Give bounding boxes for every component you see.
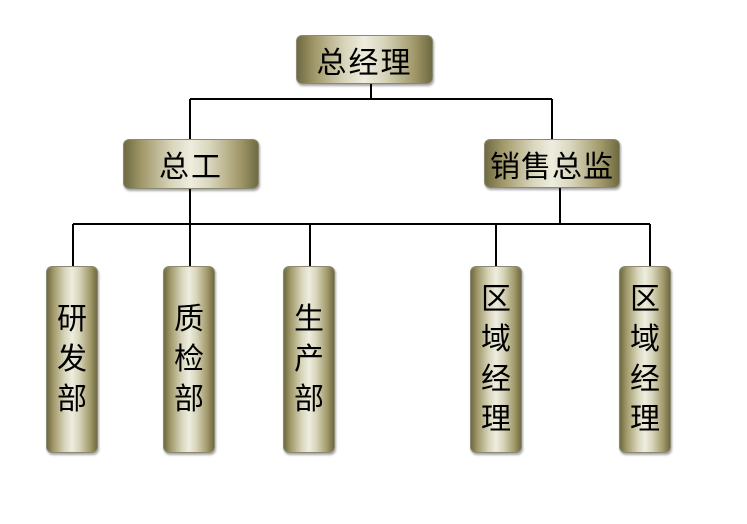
node-production-department: 生产部 (283, 266, 335, 453)
node-qc-department-label: 质检部 (174, 301, 204, 417)
node-general-manager: 总经理 (296, 35, 433, 84)
node-chief-engineer-label: 总工 (159, 150, 223, 185)
node-production-department-label: 生产部 (294, 301, 324, 417)
node-regional-manager-2: 区域经理 (619, 266, 671, 453)
node-rd-department-label: 研发部 (57, 301, 87, 417)
node-qc-department: 质检部 (163, 266, 215, 453)
node-rd-department: 研发部 (46, 266, 98, 453)
node-sales-director-label: 销售总监 (490, 149, 614, 185)
node-chief-engineer: 总工 (123, 139, 259, 189)
node-sales-director: 销售总监 (484, 139, 620, 188)
node-regional-manager-1-label: 区域经理 (481, 281, 511, 437)
node-regional-manager-2-label: 区域经理 (630, 281, 660, 437)
node-regional-manager-1: 区域经理 (470, 266, 522, 453)
node-general-manager-label: 总经理 (316, 45, 413, 81)
